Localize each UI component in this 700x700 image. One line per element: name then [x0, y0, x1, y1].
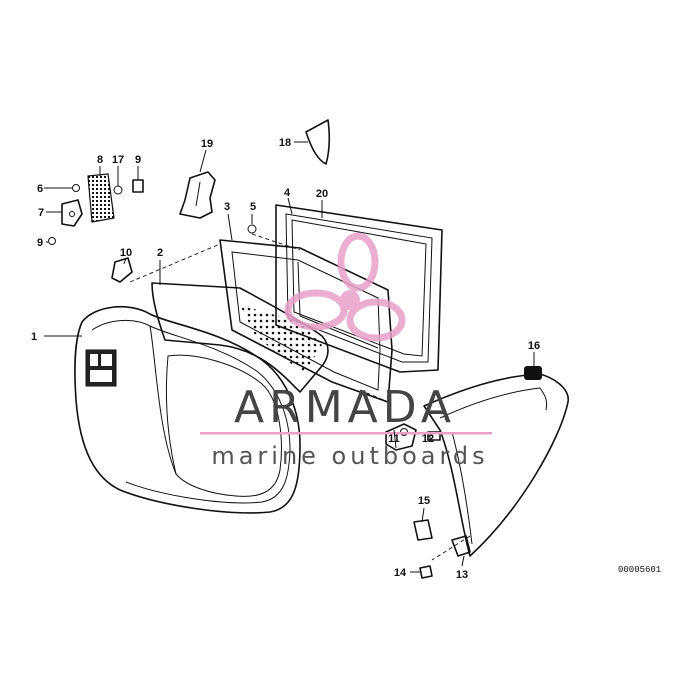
part-nut-clip — [413, 519, 433, 579]
callout-4: 4 — [284, 187, 291, 199]
callout-9-top: 9 — [135, 154, 141, 166]
callout-18: 18 — [279, 137, 291, 149]
assembly-lines — [129, 233, 471, 561]
callout-20: 20 — [316, 188, 328, 200]
part-mounting-frame — [219, 239, 393, 403]
callout-7: 7 — [38, 207, 44, 219]
part-fairing-shell — [74, 306, 301, 514]
callout-11: 11 — [388, 433, 400, 445]
callout-2: 2 — [157, 247, 163, 259]
callout-16: 16 — [528, 340, 540, 352]
part-inner-panel — [151, 282, 329, 393]
callout-15: 15 — [418, 495, 430, 507]
callout-1: 1 — [31, 331, 37, 343]
callout-9-left: 9 — [37, 237, 43, 249]
callout-13: 13 — [456, 569, 468, 581]
part-gasket — [305, 119, 331, 165]
callouts: 1 2 3 4 5 6 7 8 9 9 10 11 12 13 14 15 16… — [31, 137, 540, 581]
callout-3: 3 — [224, 201, 230, 213]
diagram-reference-number: 00005601 — [618, 565, 661, 575]
callout-10: 10 — [120, 247, 132, 259]
part-grommet — [524, 366, 542, 380]
watermark-logo-icon — [284, 232, 406, 342]
part-grille — [87, 173, 115, 223]
watermark-subtitle: marine outboards — [211, 442, 488, 470]
callout-17: 17 — [112, 154, 124, 166]
callout-12: 12 — [422, 433, 434, 445]
watermark: ARMADA marine outboards — [200, 232, 492, 470]
watermark-title: ARMADA — [234, 382, 456, 433]
leader-lines — [44, 141, 535, 573]
callout-5: 5 — [250, 201, 256, 213]
callout-14: 14 — [394, 567, 407, 579]
callout-6: 6 — [37, 183, 43, 195]
part-bracket — [179, 171, 216, 219]
callout-8: 8 — [97, 154, 103, 166]
callout-19: 19 — [201, 138, 213, 150]
part-side-cover — [423, 373, 569, 557]
grille-mesh — [87, 173, 115, 223]
part-small-hardware — [48, 179, 257, 283]
